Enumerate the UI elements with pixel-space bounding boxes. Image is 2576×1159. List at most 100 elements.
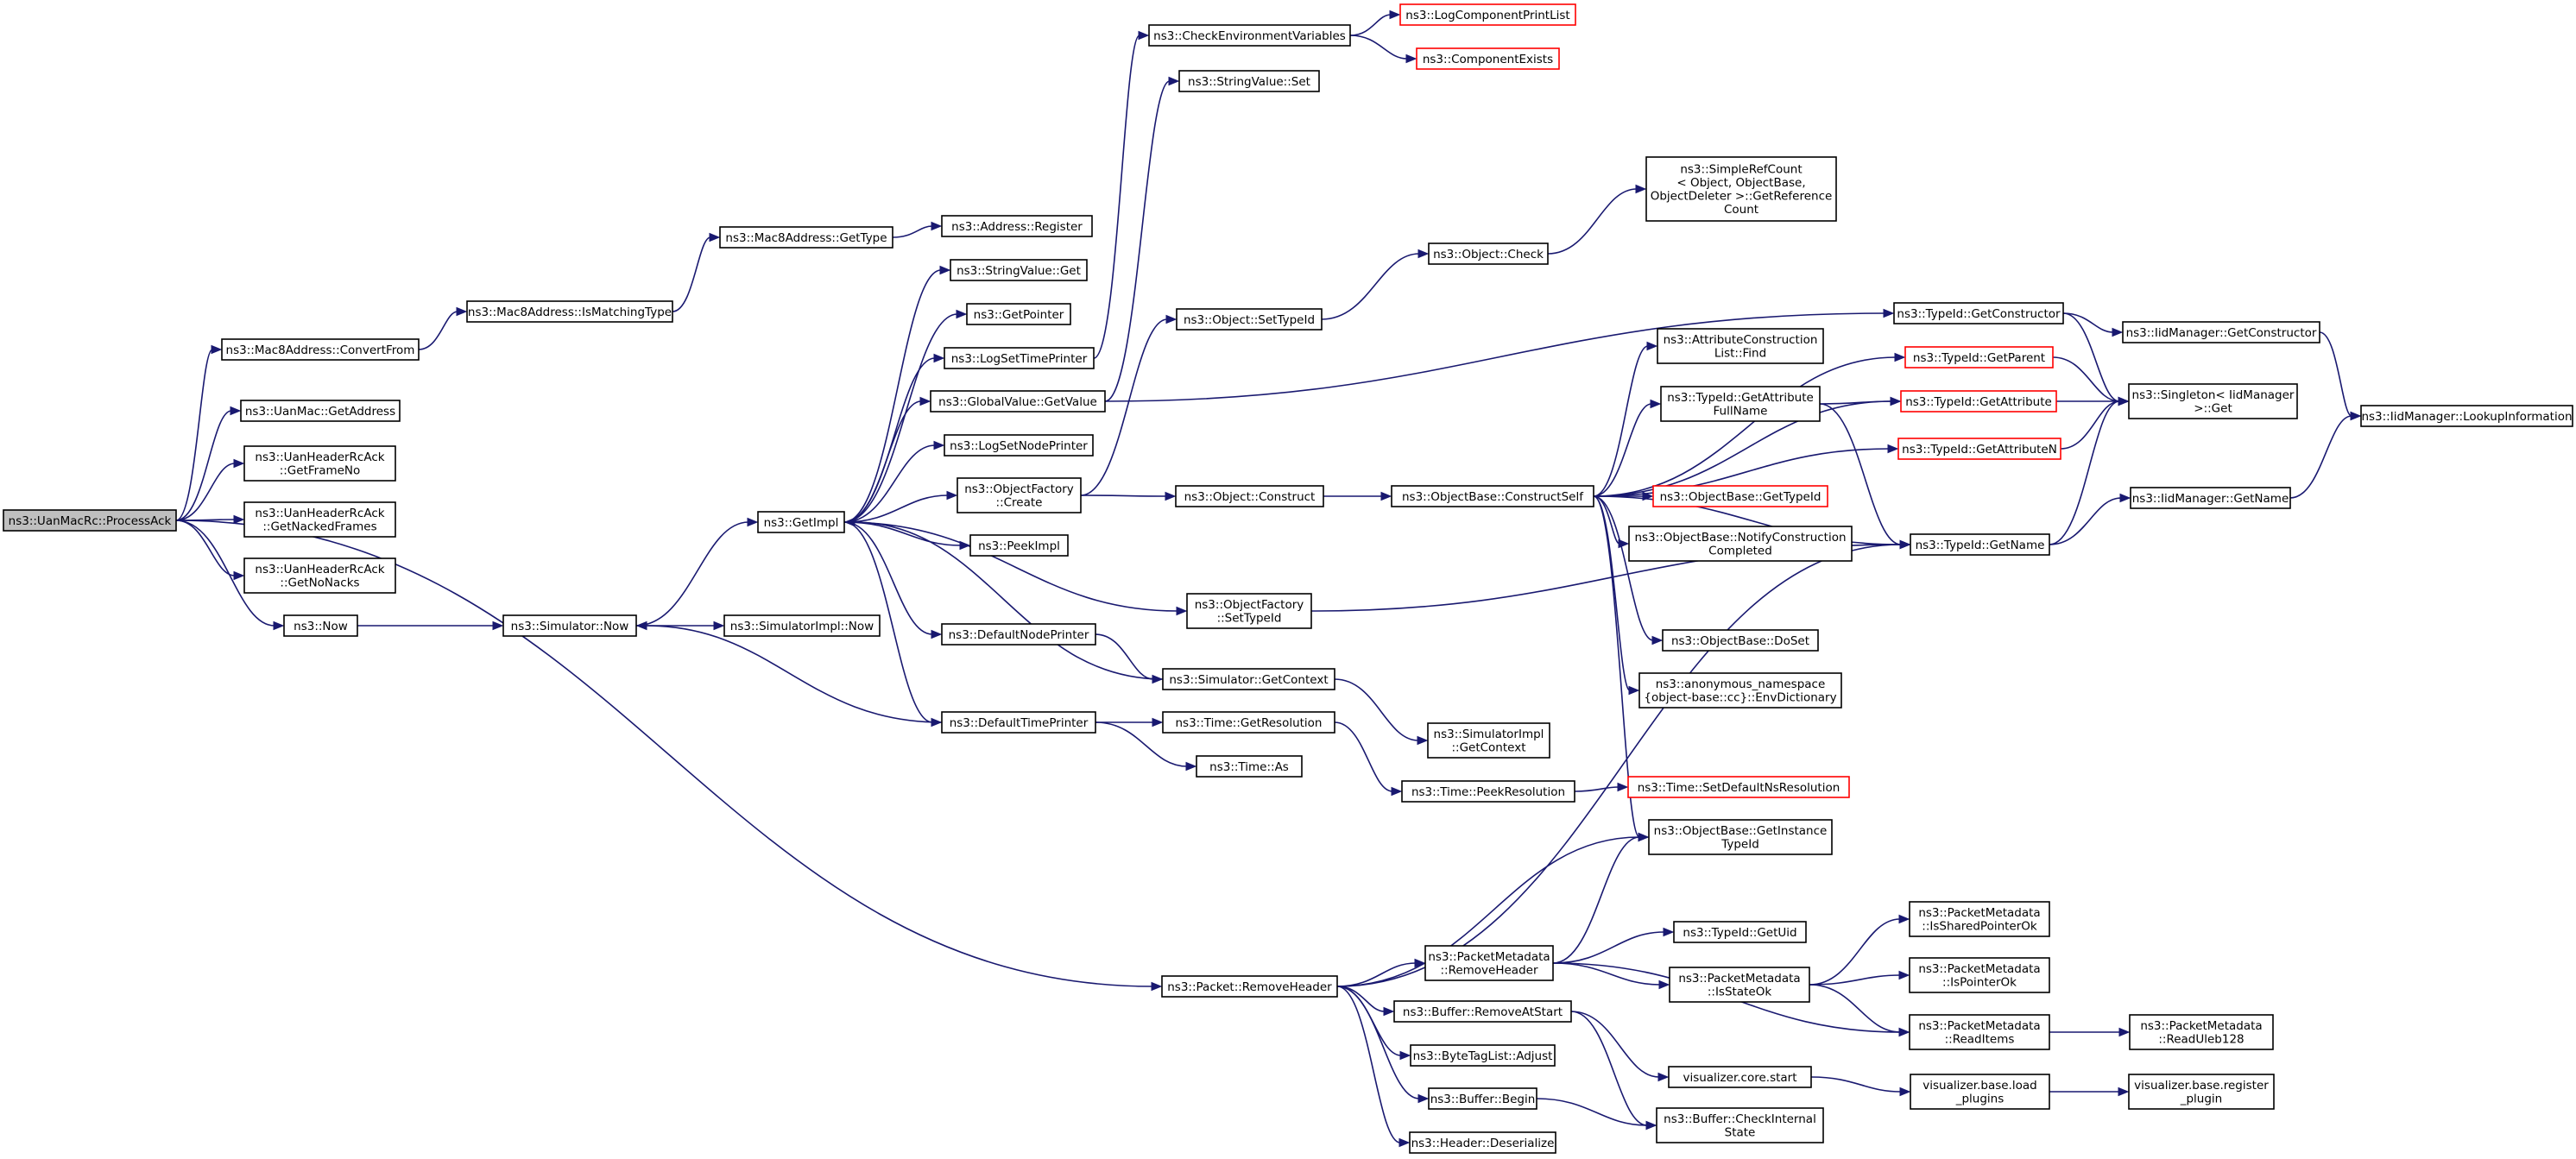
node-box[interactable]	[1669, 967, 1810, 1003]
node-box[interactable]	[1668, 1066, 1812, 1088]
node-box[interactable]	[966, 303, 1071, 325]
node-box[interactable]	[2130, 487, 2291, 509]
node-singletonget[interactable]: ns3::Singleton< IidManager>::Get	[2128, 383, 2298, 419]
node-vizcorestart[interactable]: visualizer.core.start	[1668, 1066, 1812, 1088]
node-box[interactable]	[221, 338, 420, 361]
node-box[interactable]	[2128, 1074, 2275, 1110]
node-box[interactable]	[1910, 533, 2050, 556]
node-headerdeserialize[interactable]: ns3::Header::Deserialize	[1409, 1131, 1556, 1154]
node-box[interactable]	[1648, 819, 1833, 855]
node-box[interactable]	[240, 400, 401, 422]
node-stringvalueget[interactable]: ns3::StringValue::Get	[950, 259, 1088, 281]
node-mac8gettype[interactable]: ns3::Mac8Address::GetType	[719, 226, 893, 249]
node-processack[interactable]: ns3::UanMacRc::ProcessAck	[3, 509, 177, 532]
node-box[interactable]	[3, 509, 177, 532]
node-box[interactable]	[1638, 672, 1842, 709]
node-simplerefcount[interactable]: ns3::SimpleRefCount< Object, ObjectBase,…	[1645, 156, 1837, 222]
node-iidmanagergetname[interactable]: ns3::IidManager::GetName	[2130, 487, 2291, 509]
node-mac8convertfrom[interactable]: ns3::Mac8Address::ConvertFrom	[221, 338, 420, 361]
node-pmreaditems[interactable]: ns3::PacketMetadata::ReadItems	[1909, 1014, 2050, 1050]
node-box[interactable]	[1660, 386, 1821, 422]
node-box[interactable]	[243, 445, 396, 482]
node-box[interactable]	[1628, 526, 1853, 562]
node-box[interactable]	[1662, 629, 1819, 652]
node-objectbaseconstructself[interactable]: ns3::ObjectBase::ConstructSelf	[1391, 485, 1594, 507]
node-globalvaluegetvalue[interactable]: ns3::GlobalValue::GetValue	[930, 390, 1106, 413]
node-box[interactable]	[941, 623, 1096, 646]
node-box[interactable]	[1424, 945, 1554, 981]
node-iidmanagergetconstructor[interactable]: ns3::IidManager::GetConstructor	[2122, 321, 2320, 343]
node-box[interactable]	[1148, 24, 1351, 47]
node-box[interactable]	[1393, 1000, 1572, 1023]
node-logcomponentprintlist[interactable]: ns3::LogComponentPrintList	[1399, 3, 1576, 26]
node-box[interactable]	[969, 534, 1069, 557]
node-box[interactable]	[1656, 1107, 1824, 1143]
node-typeidgetparent[interactable]: ns3::TypeId::GetParent	[1904, 346, 2054, 368]
node-mac8ismatching[interactable]: ns3::Mac8Address::IsMatchingType	[466, 300, 673, 323]
node-box[interactable]	[466, 300, 673, 323]
node-typeidgetattribute[interactable]: ns3::TypeId::GetAttribute	[1900, 390, 2057, 413]
node-now[interactable]: ns3::Now	[283, 614, 358, 637]
node-box[interactable]	[1410, 1044, 1556, 1067]
node-box[interactable]	[1391, 485, 1594, 507]
node-box[interactable]	[1904, 346, 2054, 368]
node-box[interactable]	[1175, 485, 1324, 507]
node-objectbasedoset[interactable]: ns3::ObjectBase::DoSet	[1662, 629, 1819, 652]
node-simulatorimplgetcontext[interactable]: ns3::SimulatorImpl::GetContext	[1427, 722, 1550, 759]
node-pmispointerok[interactable]: ns3::PacketMetadata::IsPointerOk	[1909, 957, 2050, 993]
node-stringvalueset[interactable]: ns3::StringValue::Set	[1178, 70, 1320, 92]
node-bufferbegin[interactable]: ns3::Buffer::Begin	[1428, 1087, 1537, 1110]
node-box[interactable]	[941, 215, 1093, 237]
node-simulatorgetcontext[interactable]: ns3::Simulator::GetContext	[1162, 668, 1335, 690]
node-box[interactable]	[1401, 780, 1575, 803]
node-box[interactable]	[1893, 302, 2064, 324]
node-simulatorimplnow[interactable]: ns3::SimulatorImpl::Now	[723, 614, 881, 637]
node-box[interactable]	[1161, 975, 1338, 998]
node-addressregister[interactable]: ns3::Address::Register	[941, 215, 1093, 237]
node-getpointer[interactable]: ns3::GetPointer	[966, 303, 1071, 325]
node-box[interactable]	[957, 477, 1082, 513]
node-timegetresolution[interactable]: ns3::Time::GetResolution	[1162, 711, 1335, 734]
node-checkenvvars[interactable]: ns3::CheckEnvironmentVariables	[1148, 24, 1351, 47]
node-box[interactable]	[2360, 405, 2573, 427]
node-objectsettypeid[interactable]: ns3::Object::SetTypeId	[1176, 308, 1323, 331]
node-box[interactable]	[1673, 921, 1807, 943]
node-box[interactable]	[2128, 383, 2298, 419]
node-getframeno[interactable]: ns3::UanHeaderRcAck::GetFrameNo	[243, 445, 396, 482]
node-objectfactorysettypeid[interactable]: ns3::ObjectFactory::SetTypeId	[1186, 593, 1312, 629]
node-packetremoveheader[interactable]: ns3::Packet::RemoveHeader	[1161, 975, 1338, 998]
node-box[interactable]	[941, 711, 1096, 734]
node-box[interactable]	[2122, 321, 2320, 343]
node-bytetaglistadjust[interactable]: ns3::ByteTagList::Adjust	[1410, 1044, 1556, 1067]
node-defaultnodeprinter[interactable]: ns3::DefaultNodePrinter	[941, 623, 1096, 646]
node-box[interactable]	[723, 614, 881, 637]
node-box[interactable]	[1897, 438, 2061, 460]
node-box[interactable]	[243, 501, 396, 538]
node-typeidgetattributen[interactable]: ns3::TypeId::GetAttributeN	[1897, 438, 2061, 460]
node-box[interactable]	[1910, 1074, 2050, 1110]
node-vizbaseregisterplugin[interactable]: visualizer.base.register_plugin	[2128, 1074, 2275, 1110]
node-pmissharedpointerok[interactable]: ns3::PacketMetadata::IsSharedPointerOk	[1909, 901, 2050, 937]
node-defaulttimeprinter[interactable]: ns3::DefaultTimePrinter	[941, 711, 1096, 734]
node-getnonacks[interactable]: ns3::UanHeaderRcAck::GetNoNacks	[243, 557, 396, 594]
node-box[interactable]	[1399, 3, 1576, 26]
node-box[interactable]	[1909, 1014, 2050, 1050]
node-simulatornow[interactable]: ns3::Simulator::Now	[502, 614, 637, 637]
node-notifyconstructioncompleted[interactable]: ns3::ObjectBase::NotifyConstructionCompl…	[1628, 526, 1853, 562]
node-timepeekresolution[interactable]: ns3::Time::PeekResolution	[1401, 780, 1575, 803]
node-objectconstruct[interactable]: ns3::Object::Construct	[1175, 485, 1324, 507]
node-componentexists[interactable]: ns3::ComponentExists	[1416, 47, 1560, 70]
node-box[interactable]	[930, 390, 1106, 413]
node-box[interactable]	[950, 259, 1088, 281]
node-box[interactable]	[2129, 1014, 2274, 1050]
node-box[interactable]	[1652, 485, 1828, 507]
node-box[interactable]	[944, 347, 1095, 369]
node-vizbaseloadplugins[interactable]: visualizer.base.load_plugins	[1910, 1074, 2050, 1110]
node-box[interactable]	[1162, 711, 1335, 734]
node-box[interactable]	[1196, 755, 1303, 778]
node-box[interactable]	[1409, 1131, 1556, 1154]
node-box[interactable]	[1186, 593, 1312, 629]
